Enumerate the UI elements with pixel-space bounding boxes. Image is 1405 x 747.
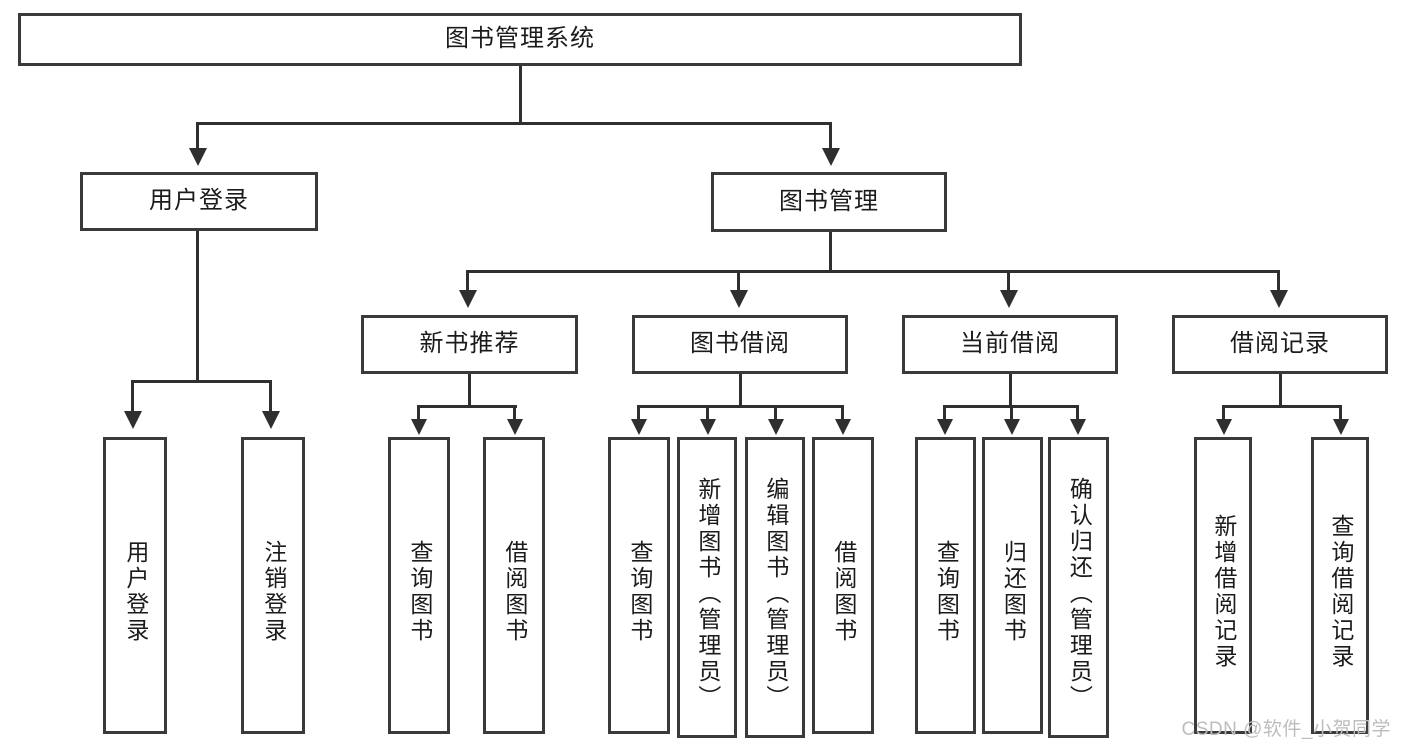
arrowhead-borrow-record [1270,290,1288,308]
leaf-query-book-nb[interactable]: 查询图书 [388,437,450,734]
leaf-return-book[interactable]: 归还图书 [982,437,1043,734]
node-label: 归还图书 [1000,539,1027,644]
arrowhead-current-borrow [1000,290,1018,308]
edge-borrow-record-bus [1222,405,1342,408]
node-label: 用户登录 [122,539,149,644]
node-book-management[interactable]: 图书管理 [711,172,947,232]
leaf-logout[interactable]: 注销登录 [241,437,305,734]
edge-to-borrow-record [1277,270,1280,292]
node-label: 新书推荐 [419,330,520,358]
leaf-add-borrow-record[interactable]: 新增借阅记录 [1194,437,1252,734]
node-label: 编辑图书（管理员） [762,476,789,711]
node-user-login[interactable]: 用户登录 [80,172,318,231]
leaf-add-book-admin[interactable]: 新增图书（管理员） [677,437,737,738]
arrowhead-br-leaf2 [1333,419,1349,435]
edge-bb-leaf3 [774,405,777,421]
arrowhead-nb-leaf1 [411,419,427,435]
leaf-confirm-return-admin[interactable]: 确认归还（管理员） [1048,437,1109,738]
node-new-book-recommend[interactable]: 新书推荐 [361,315,578,374]
edge-root-to-book-manage [829,122,832,150]
arrowhead-bb-leaf4 [835,419,851,435]
node-label: 查询图书 [933,539,960,644]
node-label: 查询借阅记录 [1327,513,1354,670]
leaf-query-book-cb[interactable]: 查询图书 [915,437,976,734]
node-label: 借阅记录 [1230,330,1330,358]
leaf-borrow-book-bb[interactable]: 借阅图书 [812,437,874,734]
arrowhead-user-login [189,148,207,166]
arrowhead-leaf-user-login [124,411,142,429]
leaf-query-book-bb[interactable]: 查询图书 [608,437,670,734]
edge-user-login-bus [131,380,272,383]
arrowhead-nb-leaf2 [507,419,523,435]
node-label: 新增图书（管理员） [694,476,721,711]
edge-book-manage-stem [829,232,832,272]
edge-bb-leaf1 [637,405,640,421]
arrowhead-cb-leaf1 [937,419,953,435]
edge-to-new-book [466,270,469,292]
leaf-edit-book-admin[interactable]: 编辑图书（管理员） [745,437,805,738]
node-label: 查询图书 [626,539,653,644]
arrowhead-bb-leaf3 [768,419,784,435]
edge-cb-leaf1 [943,405,946,421]
edge-new-book-bus [417,405,517,408]
node-current-borrow[interactable]: 当前借阅 [902,315,1118,374]
node-label: 图书管理系统 [445,25,595,53]
node-book-borrow[interactable]: 图书借阅 [632,315,848,374]
edge-user-login-leaf2 [269,380,272,413]
leaf-borrow-book-nb[interactable]: 借阅图书 [483,437,545,734]
arrowhead-book-manage [822,148,840,166]
leaf-user-login[interactable]: 用户登录 [103,437,167,734]
edge-borrow-record-stem [1279,374,1282,407]
edge-new-book-leaf1 [417,405,420,421]
edge-bb-leaf4 [841,405,844,421]
edge-cb-leaf3 [1076,405,1079,421]
edge-new-book-leaf2 [513,405,516,421]
edge-root-to-user-login [196,122,199,150]
node-label: 图书管理 [779,187,879,215]
edge-root-stem [519,66,522,124]
edge-to-book-borrow [737,270,740,292]
edge-cb-leaf2 [1010,405,1013,421]
edge-current-borrow-stem [1009,374,1012,407]
arrowhead-new-book-recommend [459,290,477,308]
node-label: 查询图书 [406,539,433,644]
edge-to-current-borrow [1007,270,1010,292]
edge-user-login-stem [196,231,199,382]
node-label: 图书借阅 [690,330,790,358]
edge-user-login-leaf1 [131,380,134,413]
edge-level3-bus [466,270,1280,273]
node-label: 借阅图书 [830,539,857,644]
node-label: 借阅图书 [501,539,528,644]
node-borrow-record[interactable]: 借阅记录 [1172,315,1388,374]
edge-root-bus [196,122,832,125]
node-label: 注销登录 [260,539,287,644]
edge-br-leaf1 [1222,405,1225,421]
arrowhead-cb-leaf2 [1004,419,1020,435]
edge-br-leaf2 [1339,405,1342,421]
edge-book-borrow-bus [637,405,844,408]
arrowhead-book-borrow [730,290,748,308]
node-label: 新增借阅记录 [1210,513,1237,670]
edge-bb-leaf2 [706,405,709,421]
arrowhead-br-leaf1 [1216,419,1232,435]
arrowhead-cb-leaf3 [1070,419,1086,435]
edge-book-borrow-stem [739,374,742,407]
node-root-system[interactable]: 图书管理系统 [18,13,1022,66]
arrowhead-bb-leaf2 [700,419,716,435]
leaf-query-borrow-record[interactable]: 查询借阅记录 [1311,437,1369,734]
edge-new-book-stem [468,374,471,407]
node-label: 用户登录 [149,187,249,215]
node-label: 当前借阅 [960,330,1060,358]
arrowhead-leaf-logout [262,411,280,429]
arrowhead-bb-leaf1 [631,419,647,435]
node-label: 确认归还（管理员） [1066,476,1093,711]
